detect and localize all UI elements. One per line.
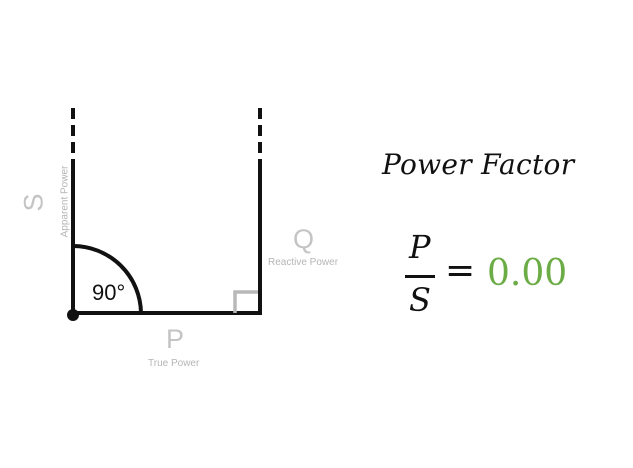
s-symbol: S bbox=[18, 193, 49, 212]
origin-dot bbox=[67, 309, 79, 321]
p-symbol: P bbox=[166, 324, 185, 354]
power-factor-value: 0.00 bbox=[487, 253, 568, 294]
q-symbol: Q bbox=[293, 224, 315, 254]
formula-numerator: P bbox=[409, 228, 431, 266]
formula-denominator: S bbox=[409, 281, 431, 319]
equals-sign: = bbox=[445, 250, 476, 291]
angle-label: 90° bbox=[92, 280, 126, 305]
fraction-bar bbox=[405, 275, 435, 278]
s-label: Apparent Power bbox=[59, 165, 71, 238]
p-label: True Power bbox=[148, 358, 200, 369]
page-title: Power Factor bbox=[382, 148, 575, 181]
angle-arc bbox=[72, 244, 143, 314]
right-angle-marker bbox=[233, 290, 258, 313]
q-label: Reactive Power bbox=[268, 257, 339, 268]
